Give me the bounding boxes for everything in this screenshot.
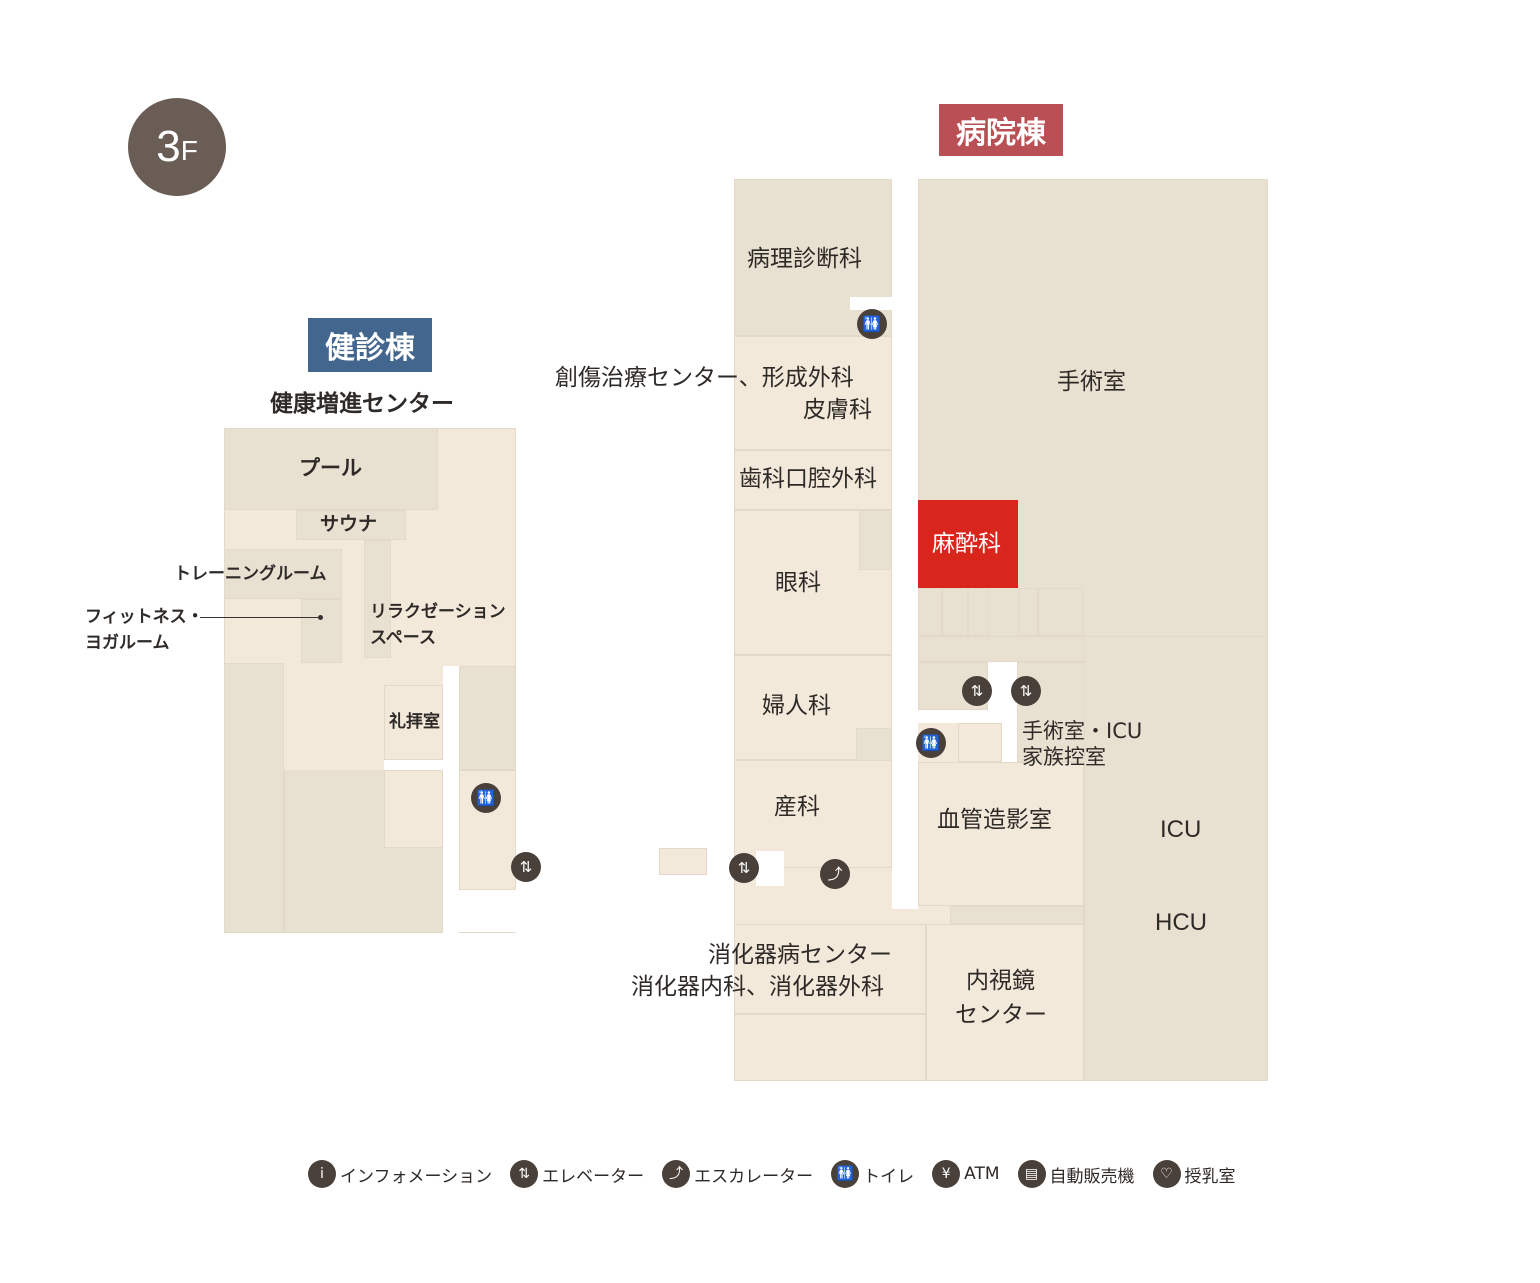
health-center-title: 健康増進センター (270, 391, 454, 417)
room-sauna[interactable] (296, 510, 406, 540)
elevator-icon: ⇅ (510, 1160, 539, 1188)
small-room-right (958, 723, 1002, 762)
surgery-sub-2 (942, 588, 968, 636)
room-dental[interactable] (734, 450, 892, 510)
elevator-icon[interactable]: ⇅ (1011, 676, 1041, 706)
surgery-sub-4 (1018, 588, 1038, 636)
label-sauna: サウナ (320, 513, 378, 535)
room-utility-left (459, 666, 516, 770)
fitness-leader-dot (318, 615, 323, 620)
legend-label: エレベーター (542, 1166, 645, 1187)
health-building-text: 健診棟 (325, 331, 415, 366)
restroom-notch (850, 297, 892, 310)
surgery-sub-3 (968, 588, 989, 636)
legend-information: i インフォメーション (308, 1160, 492, 1188)
label-gynecology: 婦人科 (762, 693, 831, 719)
elevator-icon[interactable]: ⇅ (729, 853, 759, 883)
escalator-icon: ⤴ (662, 1160, 691, 1188)
label-icu: ICU (1160, 816, 1202, 843)
room-fitness-yoga[interactable] (301, 599, 342, 663)
label-anesthesiology: 麻酔科 (932, 531, 1001, 557)
room-digestive[interactable] (734, 924, 926, 1014)
legend-atm: ¥ ATM (932, 1160, 1000, 1188)
label-fitness-1: フィットネス・ (85, 607, 204, 627)
label-prayer: 礼拝室 (389, 712, 440, 732)
map-legend: i インフォメーション ⇅ エレベーター ⤴ エスカレーター 🚻 トイレ ¥ A… (308, 1160, 1236, 1188)
corridor-vertical-left (443, 666, 459, 933)
angiography-band (950, 906, 1084, 924)
room-angiography[interactable] (918, 762, 1084, 906)
information-icon: i (308, 1160, 336, 1188)
fitness-leader-line (200, 617, 320, 618)
health-lower-block (224, 663, 284, 933)
label-trauma-2: 皮膚科 (803, 397, 872, 423)
vending-machine-icon: ▤ (1017, 1160, 1046, 1188)
legend-label: 自動販売機 (1049, 1166, 1135, 1187)
label-hcu: HCU (1155, 909, 1207, 936)
room-trauma-dermatology[interactable] (734, 336, 892, 450)
floor-suffix: F (180, 135, 198, 166)
label-fitness-2: ヨガルーム (85, 633, 170, 653)
label-relax-1: リラクゼーション (370, 602, 506, 622)
room-endoscopy[interactable] (926, 924, 1084, 1081)
label-training: トレーニングルーム (174, 564, 327, 584)
label-angiography: 血管造影室 (937, 807, 1052, 833)
hospital-building-label: 病院棟 (939, 104, 1063, 156)
room-training[interactable] (224, 549, 342, 599)
label-digestive-1: 消化器病センター (708, 942, 892, 968)
legend-label: 授乳室 (1184, 1166, 1236, 1187)
label-family-2: 家族控室 (1022, 745, 1106, 769)
label-pool: プール (299, 456, 362, 480)
label-surgery: 手術室 (1057, 369, 1126, 395)
label-dental: 歯科口腔外科 (739, 466, 877, 492)
label-endoscopy-1: 内視鏡 (966, 968, 1035, 994)
legend-restroom: 🚻 トイレ (831, 1160, 914, 1188)
label-endoscopy-2: センター (955, 1002, 1047, 1028)
label-obstetrics: 産科 (774, 794, 820, 820)
elevator-icon[interactable]: ⇅ (511, 852, 541, 882)
floor-number: 3 (156, 122, 181, 171)
elevator-icon[interactable]: ⇅ (962, 676, 992, 706)
label-ophthalmology: 眼科 (775, 570, 821, 596)
restroom-icon: 🚻 (831, 1160, 860, 1188)
label-digestive-2: 消化器内科、消化器外科 (631, 974, 884, 1000)
legend-label: トイレ (863, 1166, 915, 1187)
floor-badge: 3 F (128, 98, 226, 196)
hospital-lower-left (734, 1014, 926, 1081)
restroom-icon[interactable]: 🚻 (916, 728, 946, 758)
nursing-room-icon: ♡ (1152, 1160, 1181, 1188)
legend-vending: ▤ 自動販売機 (1017, 1160, 1135, 1188)
legend-nursing: ♡ 授乳室 (1152, 1160, 1236, 1188)
legend-escalator: ⤴ エスカレーター (662, 1160, 813, 1188)
legend-label: ATM (964, 1164, 1000, 1184)
surgery-sub-1 (918, 588, 942, 636)
restroom-icon[interactable]: 🚻 (857, 309, 887, 339)
room-icu-hcu[interactable] (1084, 636, 1268, 1081)
restroom-icon[interactable]: 🚻 (471, 783, 501, 813)
atm-icon: ¥ (932, 1160, 961, 1188)
legend-label: インフォメーション (340, 1166, 493, 1187)
legend-label: エスカレーター (694, 1166, 814, 1187)
restroom-hall-white (918, 710, 1017, 723)
corridor-vertical-main (892, 179, 918, 909)
label-trauma-1: 創傷治療センター、形成外科 (555, 365, 854, 391)
label-pathology: 病理診断科 (747, 246, 862, 272)
escalator-icon[interactable]: ⤴ (820, 859, 850, 889)
relax-partition (364, 540, 391, 658)
label-relax-2: スペース (370, 628, 436, 648)
room-pool[interactable] (224, 428, 438, 510)
surgery-sub-5 (1038, 588, 1083, 636)
legend-elevator: ⇅ エレベーター (510, 1160, 644, 1188)
ophthalmology-annex (859, 510, 892, 570)
corridor-prayer (384, 760, 443, 770)
room-obstetrics[interactable] (734, 760, 892, 868)
bridge-room (659, 848, 707, 875)
room-prayer[interactable] (384, 685, 443, 760)
label-family-1: 手術室・ICU (1022, 719, 1143, 743)
room-storage (384, 770, 443, 848)
room-anesthesiology[interactable] (918, 500, 1018, 588)
hospital-building-text: 病院棟 (956, 116, 1046, 151)
elevator-notch (756, 851, 784, 886)
health-building-label: 健診棟 (308, 318, 432, 372)
